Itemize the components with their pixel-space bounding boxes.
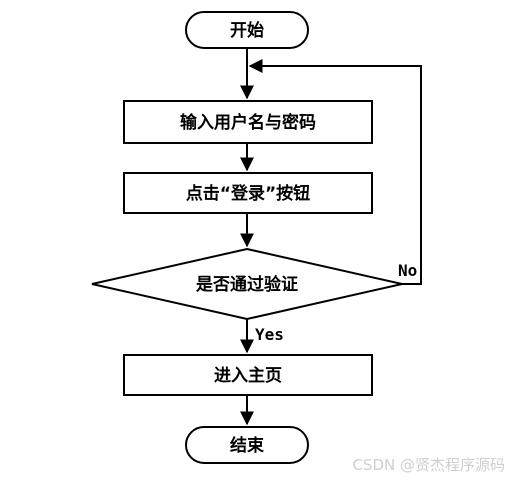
edge-no-loop <box>248 59 422 285</box>
yes-label: Yes <box>255 325 284 344</box>
click-login-label: 点击“登录”按钮 <box>186 183 310 204</box>
end-node: 结束 <box>185 426 309 464</box>
no-label: No <box>398 261 417 280</box>
input-credentials-node: 输入用户名与密码 <box>123 100 373 144</box>
click-login-node: 点击“登录”按钮 <box>123 172 373 214</box>
verify-decision-label: 是否通过验证 <box>196 274 298 295</box>
verify-decision-node: 是否通过验证 <box>91 247 403 321</box>
start-node: 开始 <box>185 11 309 49</box>
input-credentials-label: 输入用户名与密码 <box>180 112 316 133</box>
enter-home-node: 进入主页 <box>123 354 373 396</box>
enter-home-label: 进入主页 <box>214 365 282 386</box>
start-label: 开始 <box>230 20 264 41</box>
end-label: 结束 <box>230 435 264 456</box>
watermark: CSDN @贤杰程序源码 <box>352 456 505 474</box>
